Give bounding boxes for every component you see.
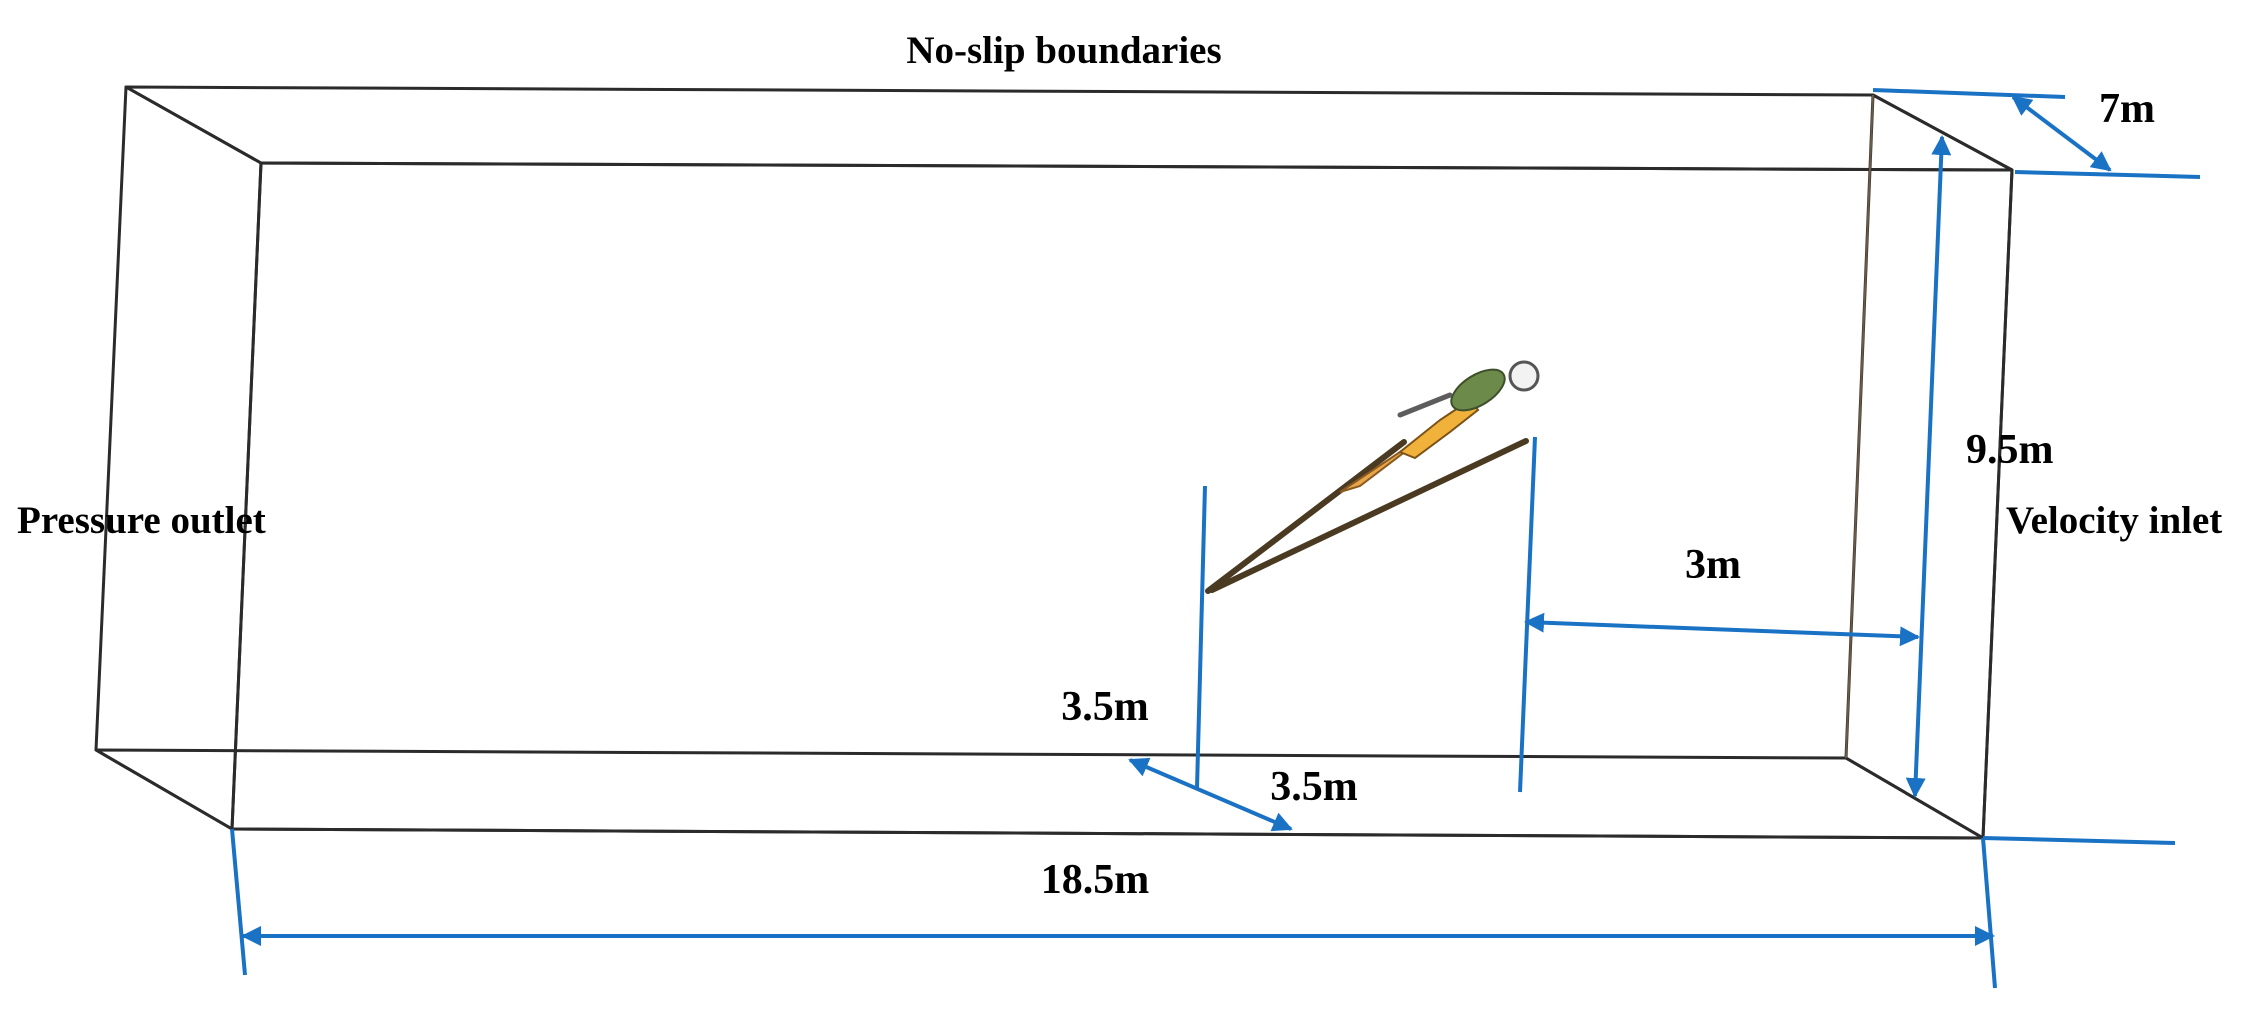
label-jumper-depth: 3.5m	[1270, 764, 1358, 810]
hidden-back-edge	[1845, 94, 1874, 759]
label-depth: 7m	[2099, 86, 2155, 132]
depth-extension-bottom	[2014, 170, 2201, 179]
jumper-front-marker	[1518, 436, 1537, 793]
labels: No-slip boundaries Pressure outlet Veloc…	[17, 29, 2222, 903]
depth-extension-top	[1872, 88, 2066, 99]
domain-top-face	[124, 85, 2014, 172]
label-pressure-outlet: Pressure outlet	[17, 499, 266, 542]
depth-arrow	[2011, 95, 2112, 172]
jumper-torso	[1450, 368, 1506, 412]
computational-domain-box	[94, 85, 2014, 840]
label-inlet-gap: 3m	[1685, 542, 1741, 588]
height-arrow	[1905, 135, 1952, 798]
jumper-arm	[1397, 392, 1453, 418]
inlet-gap-arrow	[1524, 612, 1920, 647]
label-height: 9.5m	[1966, 427, 2054, 473]
jumper-helmet	[1508, 360, 1540, 392]
jumper-rear-marker	[1195, 485, 1207, 789]
ski-right	[1209, 438, 1529, 593]
ski-jumper-icon	[1205, 360, 1540, 594]
label-length: 18.5m	[1041, 857, 1150, 903]
length-extension-left	[230, 828, 247, 976]
length-extension-right	[1981, 837, 1997, 989]
ski-left	[1205, 439, 1407, 594]
label-no-slip-boundaries: No-slip boundaries	[906, 29, 1221, 72]
dimension-lines	[230, 88, 2201, 989]
label-jumper-span: 3.5m	[1061, 684, 1149, 730]
domain-bottom-face	[94, 748, 1985, 840]
label-velocity-inlet: Velocity inlet	[2006, 499, 2222, 542]
jumper-body	[1398, 398, 1480, 460]
domain-front-face	[230, 161, 2014, 840]
jumper-depth-arrow	[1128, 757, 1293, 832]
inlet-extension	[1982, 836, 2176, 845]
